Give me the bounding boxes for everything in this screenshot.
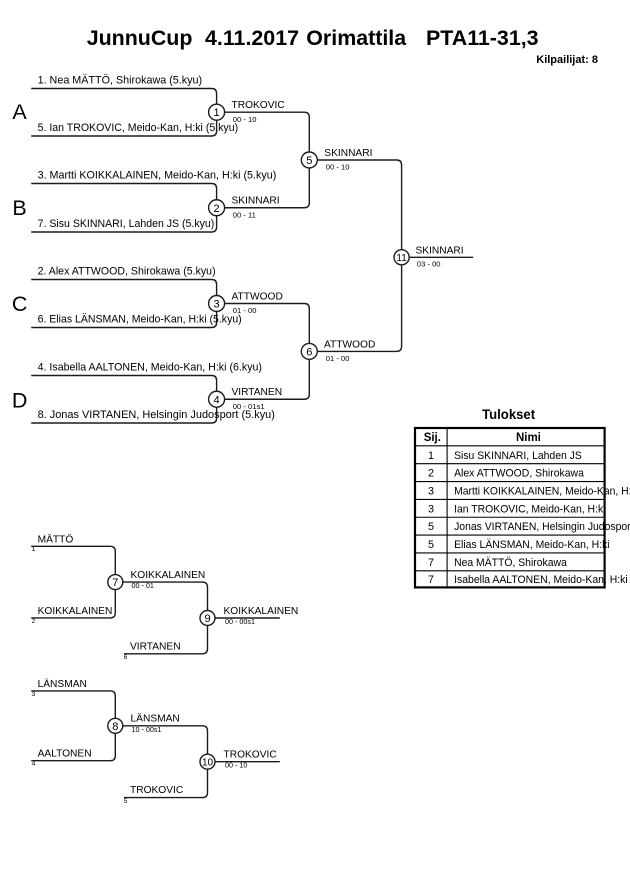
svg-text:SKINNARI: SKINNARI [232, 196, 280, 207]
svg-text:Martti KOIKKALAINEN, Meido-Kan: Martti KOIKKALAINEN, Meido-Kan, H:ki [454, 486, 630, 498]
svg-text:Sisu SKINNARI, Lahden JS: Sisu SKINNARI, Lahden JS [454, 450, 582, 462]
svg-text:00 - 00s1: 00 - 00s1 [225, 617, 255, 626]
svg-text:7: 7 [428, 557, 434, 569]
svg-text:Alex ATTWOOD, Shirokawa: Alex ATTWOOD, Shirokawa [454, 468, 584, 480]
svg-text:4. Isabella AALTONEN, Meido-Ka: 4. Isabella AALTONEN, Meido-Kan, H:ki (6… [38, 361, 262, 373]
svg-text:B: B [12, 196, 26, 220]
svg-text:MÄTTÖ: MÄTTÖ [38, 533, 74, 545]
svg-text:5: 5 [124, 798, 128, 805]
svg-text:10: 10 [202, 757, 214, 768]
svg-text:KOIKKALAINEN: KOIKKALAINEN [131, 570, 206, 581]
svg-text:6. Elias LÄNSMAN, Meido-Kan, H: 6. Elias LÄNSMAN, Meido-Kan, H:ki (5.kyu… [38, 313, 242, 325]
svg-text:Nimi: Nimi [516, 432, 541, 444]
svg-text:KOIKKALAINEN: KOIKKALAINEN [224, 606, 299, 617]
svg-text:Orimattila: Orimattila [306, 26, 407, 50]
svg-text:2: 2 [214, 203, 220, 215]
svg-text:VIRTANEN: VIRTANEN [232, 387, 283, 398]
svg-text:Jonas VIRTANEN, Helsingin Judo: Jonas VIRTANEN, Helsingin Judosport [454, 521, 630, 533]
svg-text:4: 4 [32, 761, 36, 768]
svg-text:11: 11 [396, 253, 407, 264]
svg-text:4: 4 [214, 394, 220, 406]
svg-text:C: C [12, 292, 28, 316]
svg-text:TROKOVIC: TROKOVIC [232, 100, 285, 111]
svg-text:1: 1 [214, 107, 220, 119]
svg-text:00 - 01s1: 00 - 01s1 [233, 402, 265, 411]
svg-text:2: 2 [32, 618, 36, 625]
svg-text:KOIKKALAINEN: KOIKKALAINEN [38, 606, 113, 617]
svg-text:03 - 00: 03 - 00 [417, 259, 441, 268]
svg-text:PTA11-31,3: PTA11-31,3 [426, 26, 539, 50]
svg-text:3: 3 [428, 503, 434, 515]
svg-text:A: A [12, 100, 27, 124]
svg-text:3: 3 [32, 691, 36, 698]
svg-text:6: 6 [306, 346, 312, 358]
svg-text:5: 5 [428, 521, 434, 533]
svg-text:00 - 10: 00 - 10 [233, 115, 257, 124]
svg-text:1: 1 [428, 450, 434, 462]
svg-text:8: 8 [112, 721, 118, 733]
svg-text:Kilpailijat: 8: Kilpailijat: 8 [536, 54, 598, 66]
svg-text:7. Sisu SKINNARI, Lahden JS (5: 7. Sisu SKINNARI, Lahden JS (5.kyu) [38, 218, 215, 230]
svg-text:Elias LÄNSMAN, Meido-Kan, H:ki: Elias LÄNSMAN, Meido-Kan, H:ki [454, 539, 609, 551]
svg-text:D: D [12, 388, 28, 412]
svg-text:SKINNARI: SKINNARI [416, 245, 464, 256]
svg-text:VIRTANEN: VIRTANEN [130, 641, 181, 652]
svg-text:1: 1 [32, 546, 36, 553]
svg-text:6: 6 [124, 654, 128, 661]
svg-text:ATTWOOD: ATTWOOD [324, 339, 375, 350]
svg-text:Ian TROKOVIC, Meido-Kan, H:ki: Ian TROKOVIC, Meido-Kan, H:ki [454, 503, 605, 515]
svg-text:4.11.2017: 4.11.2017 [205, 26, 299, 50]
svg-text:01 - 00: 01 - 00 [233, 306, 257, 315]
svg-text:TROKOVIC: TROKOVIC [130, 785, 183, 796]
svg-text:LÄNSMAN: LÄNSMAN [131, 713, 180, 725]
svg-text:1. Nea MÄTTÖ, Shirokawa (5.kyu: 1. Nea MÄTTÖ, Shirokawa (5.kyu) [38, 74, 203, 86]
svg-text:SKINNARI: SKINNARI [324, 148, 372, 159]
svg-text:7: 7 [428, 574, 434, 586]
svg-text:8. Jonas VIRTANEN, Helsingin J: 8. Jonas VIRTANEN, Helsingin Judosport (… [38, 409, 275, 421]
svg-text:LÄNSMAN: LÄNSMAN [38, 678, 87, 690]
svg-text:2. Alex ATTWOOD, Shirokawa (5.: 2. Alex ATTWOOD, Shirokawa (5.kyu) [38, 265, 216, 277]
svg-text:00 - 10: 00 - 10 [326, 163, 350, 172]
svg-text:5: 5 [428, 539, 434, 551]
svg-text:TROKOVIC: TROKOVIC [224, 750, 277, 761]
svg-text:01 - 00: 01 - 00 [326, 354, 350, 363]
svg-text:5. Ian TROKOVIC, Meido-Kan, H:: 5. Ian TROKOVIC, Meido-Kan, H:ki (5.kyu) [38, 122, 239, 134]
svg-text:00 - 11: 00 - 11 [233, 210, 256, 219]
svg-text:Sij.: Sij. [424, 432, 441, 444]
svg-text:9: 9 [204, 613, 210, 625]
svg-text:Isabella AALTONEN, Meido-Kan,: Isabella AALTONEN, Meido-Kan, H:ki [454, 574, 628, 586]
svg-text:00 - 01: 00 - 01 [132, 581, 154, 590]
svg-text:3: 3 [214, 299, 220, 311]
svg-text:JunnuCup: JunnuCup [87, 26, 193, 50]
svg-text:7: 7 [112, 577, 118, 589]
svg-text:00 - 10: 00 - 10 [225, 761, 247, 770]
svg-text:ATTWOOD: ATTWOOD [232, 292, 283, 303]
svg-text:3: 3 [428, 486, 434, 498]
svg-text:3. Martti KOIKKALAINEN, Meido-: 3. Martti KOIKKALAINEN, Meido-Kan, H:ki … [38, 169, 277, 181]
svg-text:Tulokset: Tulokset [482, 406, 535, 422]
svg-text:Nea MÄTTÖ, Shirokawa: Nea MÄTTÖ, Shirokawa [454, 557, 567, 569]
svg-text:2: 2 [428, 468, 434, 480]
svg-text:10 - 00s1: 10 - 00s1 [132, 725, 162, 734]
svg-text:5: 5 [306, 155, 312, 167]
svg-text:AALTONEN: AALTONEN [38, 749, 92, 760]
